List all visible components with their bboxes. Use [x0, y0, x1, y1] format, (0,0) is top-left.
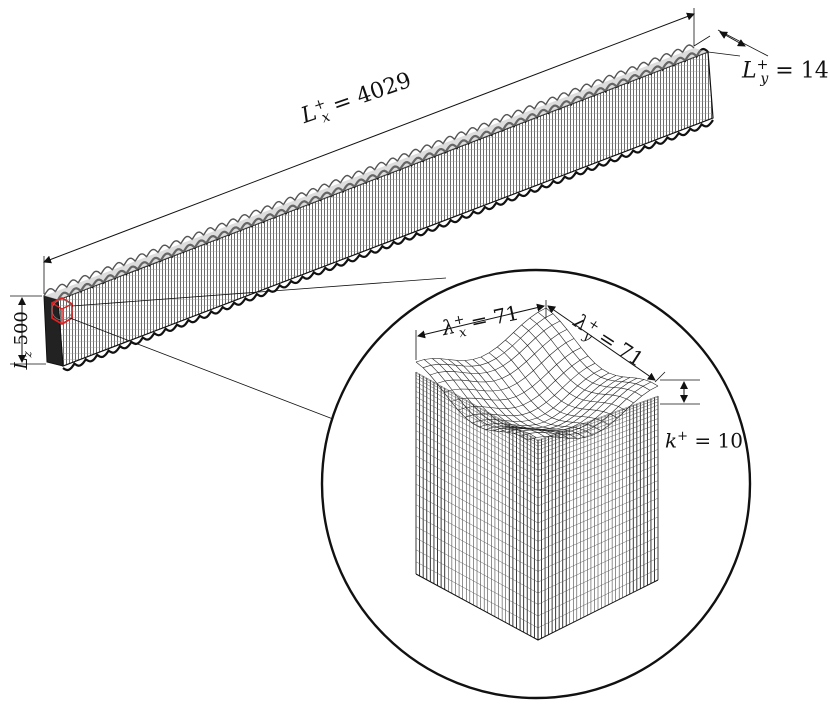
dimension-ly: [693, 29, 769, 57]
zoom-connectors: [69, 277, 447, 425]
dimension-lambda-x: [415, 300, 547, 360]
dimension-lz: [10, 295, 46, 365]
zoom-inset: [320, 268, 752, 700]
dimension-k: [660, 379, 700, 405]
label-lz: Lz 500: [10, 311, 35, 370]
label-k: k+ = 10: [665, 428, 743, 453]
unit-cell-mesh: [415, 307, 659, 641]
dimension-lx: [43, 8, 695, 294]
label-ly: L+y = 141: [742, 57, 830, 87]
dimension-lambda-y: [547, 305, 666, 383]
unit-cell-highlight: [51, 296, 73, 326]
